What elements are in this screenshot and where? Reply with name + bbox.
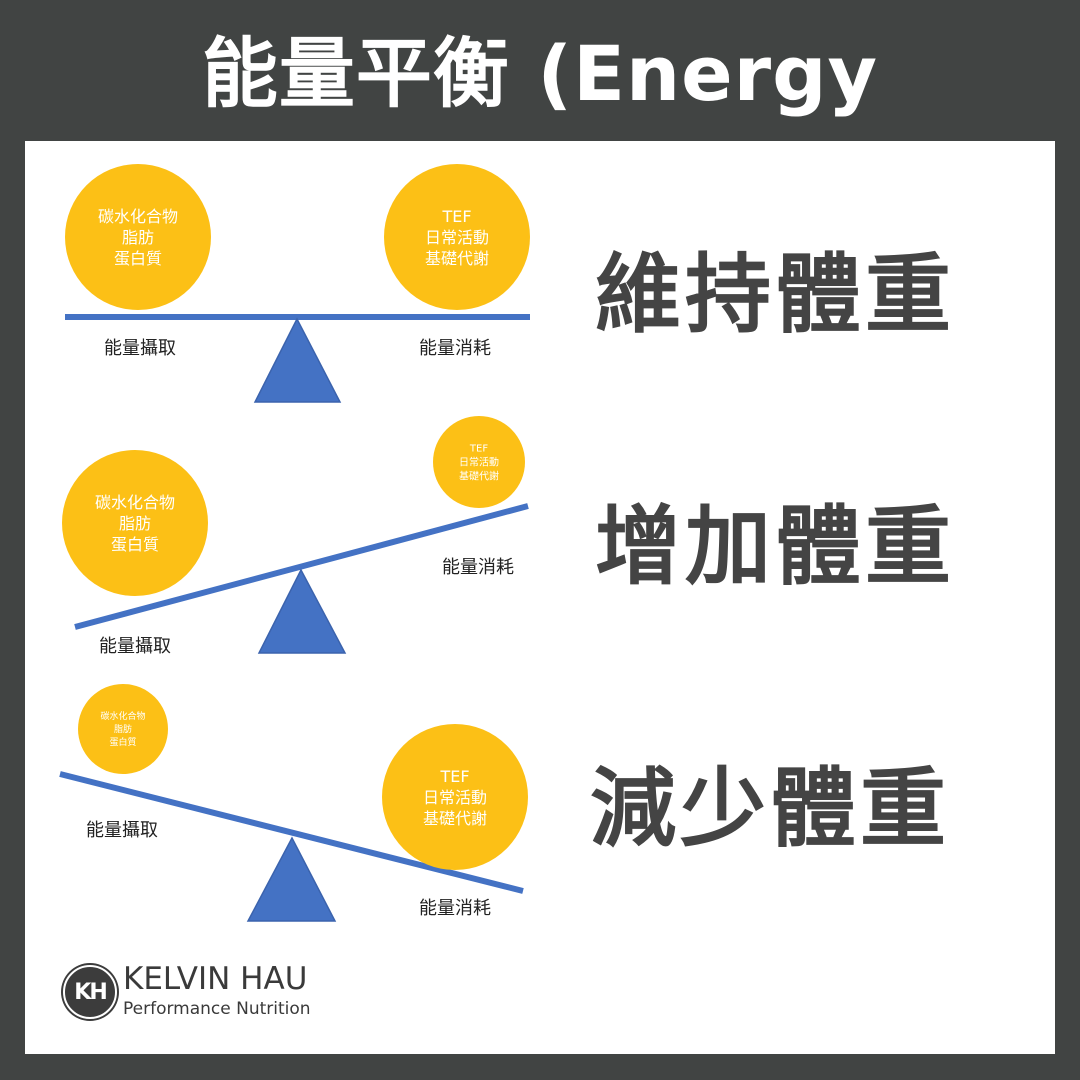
intake-item-maintain: 脂肪 (122, 228, 154, 247)
expenditure-item-maintain: 基礎代謝 (425, 249, 489, 268)
kh-logo-icon: KH (63, 965, 117, 1019)
intake-item-gain: 碳水化合物 (95, 493, 175, 512)
state-label-maintain: 維持體重 (595, 245, 955, 345)
intake-item-lose: 碳水化合物 (100, 710, 145, 722)
state-label-lose: 減少體重 (590, 759, 950, 859)
expenditure-item-lose: 基礎代謝 (423, 809, 487, 828)
expenditure-item-maintain: 日常活動 (425, 228, 489, 247)
intake-circle-maintain (65, 164, 211, 310)
intake-label-lose: 能量攝取 (86, 820, 158, 841)
expenditure-circle-gain (433, 416, 525, 508)
seesaw-beam-lose (59, 771, 524, 894)
expenditure-item-maintain: TEF (441, 207, 471, 226)
intake-item-maintain: 碳水化合物 (98, 207, 178, 226)
intake-item-gain: 脂肪 (119, 514, 151, 533)
intake-item-maintain: 蛋白質 (114, 249, 162, 268)
intake-circle-lose (78, 684, 168, 774)
intake-label-gain: 能量攝取 (99, 636, 171, 657)
expenditure-item-gain: 日常活動 (459, 456, 499, 469)
intake-item-lose: 蛋白質 (109, 736, 136, 748)
seesaw-beam-gain (74, 503, 529, 630)
intake-label-maintain: 能量攝取 (104, 338, 176, 359)
expenditure-label-maintain: 能量消耗 (419, 338, 491, 359)
expenditure-item-lose: 日常活動 (423, 788, 487, 807)
state-label-gain: 增加體重 (595, 497, 955, 597)
intake-item-gain: 蛋白質 (111, 535, 159, 554)
expenditure-item-lose: TEF (439, 767, 469, 786)
fulcrum-triangle-maintain (253, 317, 342, 403)
intake-item-lose: 脂肪 (114, 723, 132, 735)
brand-name: KELVIN HAU (123, 961, 308, 997)
intake-circle-gain (62, 450, 208, 596)
expenditure-circle-maintain (384, 164, 530, 310)
expenditure-label-lose: 能量消耗 (419, 898, 491, 919)
seesaw-diagram: 碳水化合物脂肪蛋白質TEF日常活動基礎代謝能量攝取能量消耗碳水化合物脂肪蛋白質T… (59, 164, 530, 922)
expenditure-item-gain: 基礎代謝 (459, 470, 499, 483)
expenditure-circle-lose (382, 724, 528, 870)
fulcrum-triangle-gain (257, 568, 347, 654)
expenditure-item-gain: TEF (469, 444, 488, 455)
fulcrum-triangle-lose (246, 836, 337, 922)
brand-subtitle: Performance Nutrition (123, 999, 311, 1019)
expenditure-label-gain: 能量消耗 (442, 557, 514, 578)
